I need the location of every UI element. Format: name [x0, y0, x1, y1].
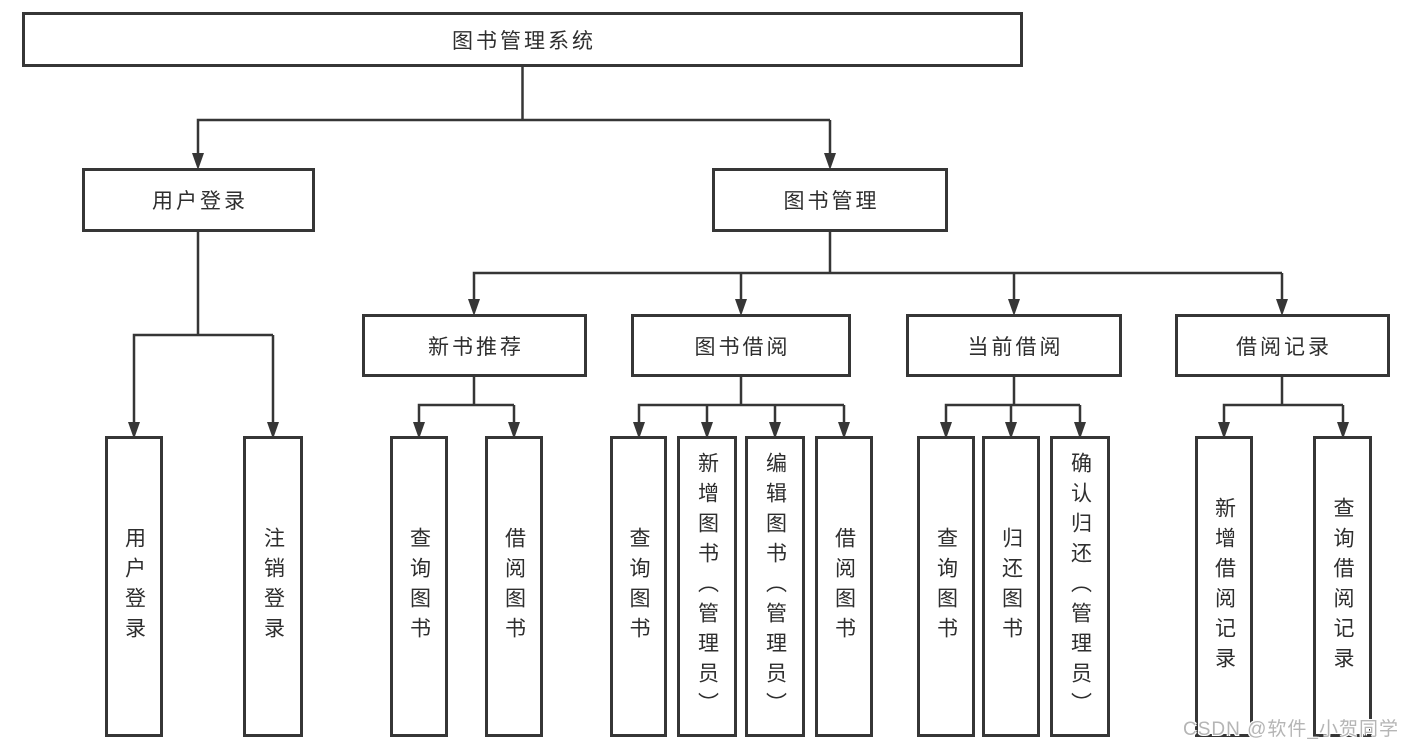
arrowhead [267, 422, 279, 439]
node-book-borrowing: 图书借阅 [631, 314, 851, 377]
leaf-confirm-return-admin: 确认归还（管理员） [1050, 436, 1110, 737]
node-label: 查询图书 [934, 526, 958, 647]
arrowhead [838, 422, 850, 439]
node-label: 新增借阅记录 [1212, 496, 1236, 677]
leaf-add-borrow-record: 新增借阅记录 [1195, 436, 1253, 737]
node-label: 编辑图书（管理员） [763, 451, 787, 722]
node-borrowing-records: 借阅记录 [1175, 314, 1390, 377]
leaf-borrow-books-recommend: 借阅图书 [485, 436, 543, 737]
node-label: 图书管理 [783, 190, 880, 213]
arrowhead [128, 422, 140, 439]
connector-bookborrow-to-leaves [637, 377, 846, 424]
node-label: 用户登录 [152, 190, 248, 213]
arrowhead [1074, 422, 1086, 439]
leaf-logout: 注销登录 [243, 436, 303, 737]
leaf-return-book: 归还图书 [982, 436, 1040, 737]
connector-userlogin-to-leaves [132, 232, 275, 424]
arrowhead [1008, 299, 1020, 316]
connector-newbook-to-leaves [417, 377, 516, 424]
node-label: 查询借阅记录 [1331, 496, 1354, 677]
arrowhead [508, 422, 520, 439]
leaf-query-borrow-record: 查询借阅记录 [1313, 436, 1372, 737]
arrowhead [1337, 422, 1349, 439]
connector-root-to-level2 [196, 67, 832, 155]
node-label: 借阅图书 [832, 526, 856, 647]
node-label: 新书推荐 [428, 335, 524, 359]
leaf-query-books-current: 查询图书 [917, 436, 975, 737]
leaf-user-login: 用户登录 [105, 436, 163, 737]
node-label: 注销登录 [261, 526, 285, 647]
node-label: 借阅图书 [502, 526, 526, 647]
node-label: 借阅记录 [1236, 335, 1332, 359]
node-label: 查询图书 [627, 526, 650, 647]
arrowhead [940, 422, 952, 439]
connector-currentborrow-to-leaves [944, 377, 1082, 424]
node-new-book-recommendation: 新书推荐 [362, 314, 587, 377]
arrowhead [1005, 422, 1017, 439]
leaf-query-books-recommend: 查询图书 [390, 436, 448, 737]
leaf-query-books-borrow: 查询图书 [610, 436, 667, 737]
connector-bookmgmt-to-level3 [472, 232, 1284, 301]
connector-records-to-leaves [1222, 377, 1345, 424]
node-label: 当前借阅 [967, 335, 1064, 359]
leaf-edit-book-admin: 编辑图书（管理员） [745, 436, 805, 737]
node-label: 图书借阅 [694, 335, 791, 359]
arrowhead [1218, 422, 1230, 439]
arrowhead [769, 422, 781, 439]
node-current-borrowing: 当前借阅 [906, 314, 1122, 377]
arrowhead [413, 422, 425, 439]
node-label: 图书管理系统 [452, 29, 596, 53]
node-label: 确认归还（管理员） [1068, 451, 1092, 722]
arrowhead [468, 299, 480, 316]
arrowhead [701, 422, 713, 439]
arrowheads [128, 153, 1349, 439]
node-user-login: 用户登录 [82, 168, 315, 232]
node-label: 归还图书 [999, 526, 1023, 647]
node-label: 用户登录 [122, 526, 146, 647]
node-label: 新增图书（管理员） [695, 451, 719, 722]
arrowhead [735, 299, 747, 316]
leaf-borrow-books: 借阅图书 [815, 436, 873, 737]
arrowhead [1276, 299, 1288, 316]
arrowhead [824, 153, 836, 170]
node-book-management: 图书管理 [712, 168, 948, 232]
node-library-management-system: 图书管理系统 [22, 12, 1023, 67]
arrowhead [192, 153, 204, 170]
node-label: 查询图书 [407, 526, 431, 647]
csdn-watermark: CSDN @软件_小贺同学 [1183, 719, 1399, 740]
arrowhead [633, 422, 645, 439]
leaf-add-book-admin: 新增图书（管理员） [677, 436, 737, 737]
